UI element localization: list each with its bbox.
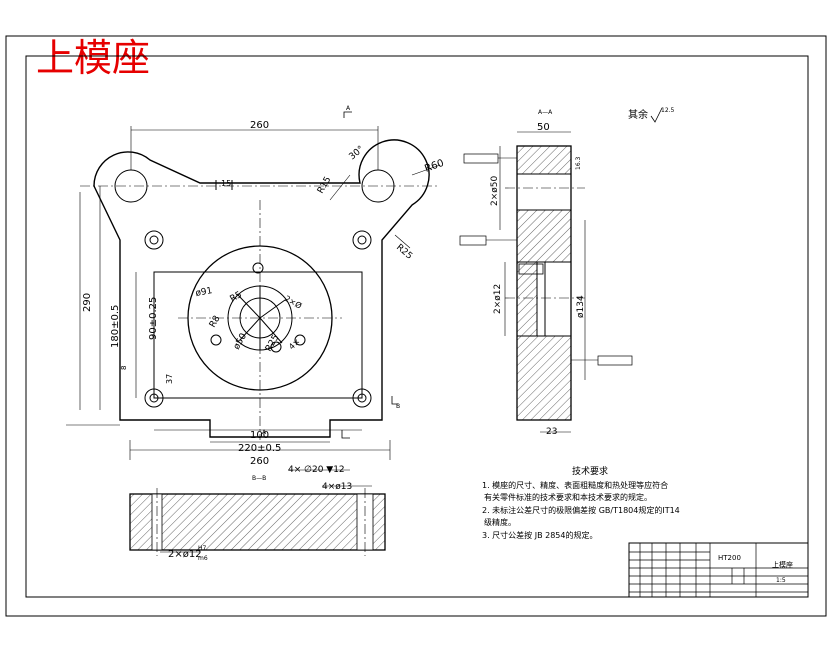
title-block [628,542,809,598]
title-block-text: HT200 上模座 1:5 [718,554,793,584]
dim-top-width: 260 [250,120,269,131]
roughness-value: 12.5 [661,107,675,114]
tech-line-4: 级精度。 [484,517,516,527]
mark-b: B [396,403,400,410]
tech-line-5: 3. 尺寸公差按 JB 2854的规定。 [482,530,597,540]
dim-220: 220±0.5 [238,443,281,454]
side-section [459,107,663,433]
tb-material: HT200 [718,554,741,562]
bottom-section-labels: B—B 4× ∅20 ▼12 4×ø13 2×ø12 H7 m6 [168,465,352,562]
mark-a-top: A [346,105,351,112]
tech-line-2: 有关零件标准的技术要求和本技术要求的规定。 [484,492,652,502]
dim-slot-width: 15 [221,179,231,188]
side-dim-2x12: 2×ø12 [493,284,503,314]
tech-requirements: 技术要求 1. 模座的尺寸、精度、表面粗糙度和热处理等应符合 有关零件标准的技术… [482,465,680,540]
dim-37: 37 [165,374,174,384]
section-aa-label: A—A [538,109,553,116]
dim-r-edge: R25 [394,243,414,262]
sec-dim-4x13: 4×ø13 [322,482,352,492]
tech-line-1: 1. 模座的尺寸、精度、表面粗糙度和热处理等应符合 [482,480,668,490]
bottom-section [129,469,386,556]
dim-180: 180±0.5 [110,305,121,348]
drawing-title: 上模座 [36,36,151,80]
dim-bottom-260: 260 [250,456,269,467]
plan-view [66,111,441,460]
tb-part-name: 上模座 [772,560,793,569]
side-dim-2x50: 2×ø50 [490,176,500,206]
dim-2x-phi: 2×Ø [283,293,304,311]
dim-90: 90±0.25 [148,297,159,340]
tech-line-3: 2. 未标注公差尺寸的极限偏差按 GB/T1804规定的IT14 [482,505,680,515]
dim-phi50: ø50 [232,332,249,352]
mark-a-bottom: A [262,429,267,436]
dim-phi91: ø91 [195,286,213,299]
tb-scale: 1:5 [776,577,786,584]
bb-label: B—B [252,475,266,482]
inner-frame [25,55,809,598]
side-section-labels: 50 2×ø50 2×ø12 ø134 23 16.3 其余 12.5 A—A [490,107,675,437]
sec-tol-h7: H7 [198,545,207,552]
side-dim-163: 16.3 [575,156,582,170]
sec-dim-2x12: 2×ø12 [168,549,202,560]
dim-small-8: 8 [120,366,128,370]
dim-100: 100 [250,430,269,441]
dim-r-slot: R15 [316,175,334,195]
sec-tol-m6: m6 [198,555,208,562]
side-dim-50: 50 [537,122,550,133]
dim-4x: 4× [287,337,302,352]
outer-frame [5,35,827,617]
side-dim-134: ø134 [576,295,586,318]
plan-view-labels: 260 15 R60 R15 30° R25 290 180±0.5 90±0.… [82,105,446,467]
dim-r8: R8 [208,314,223,330]
dim-height-290: 290 [82,293,93,312]
tech-heading: 技术要求 [572,465,608,477]
sec-dim-4x20: 4× ∅20 ▼12 [288,465,345,475]
side-dim-23: 23 [546,427,557,437]
roughness-label: 其余 [628,108,648,121]
